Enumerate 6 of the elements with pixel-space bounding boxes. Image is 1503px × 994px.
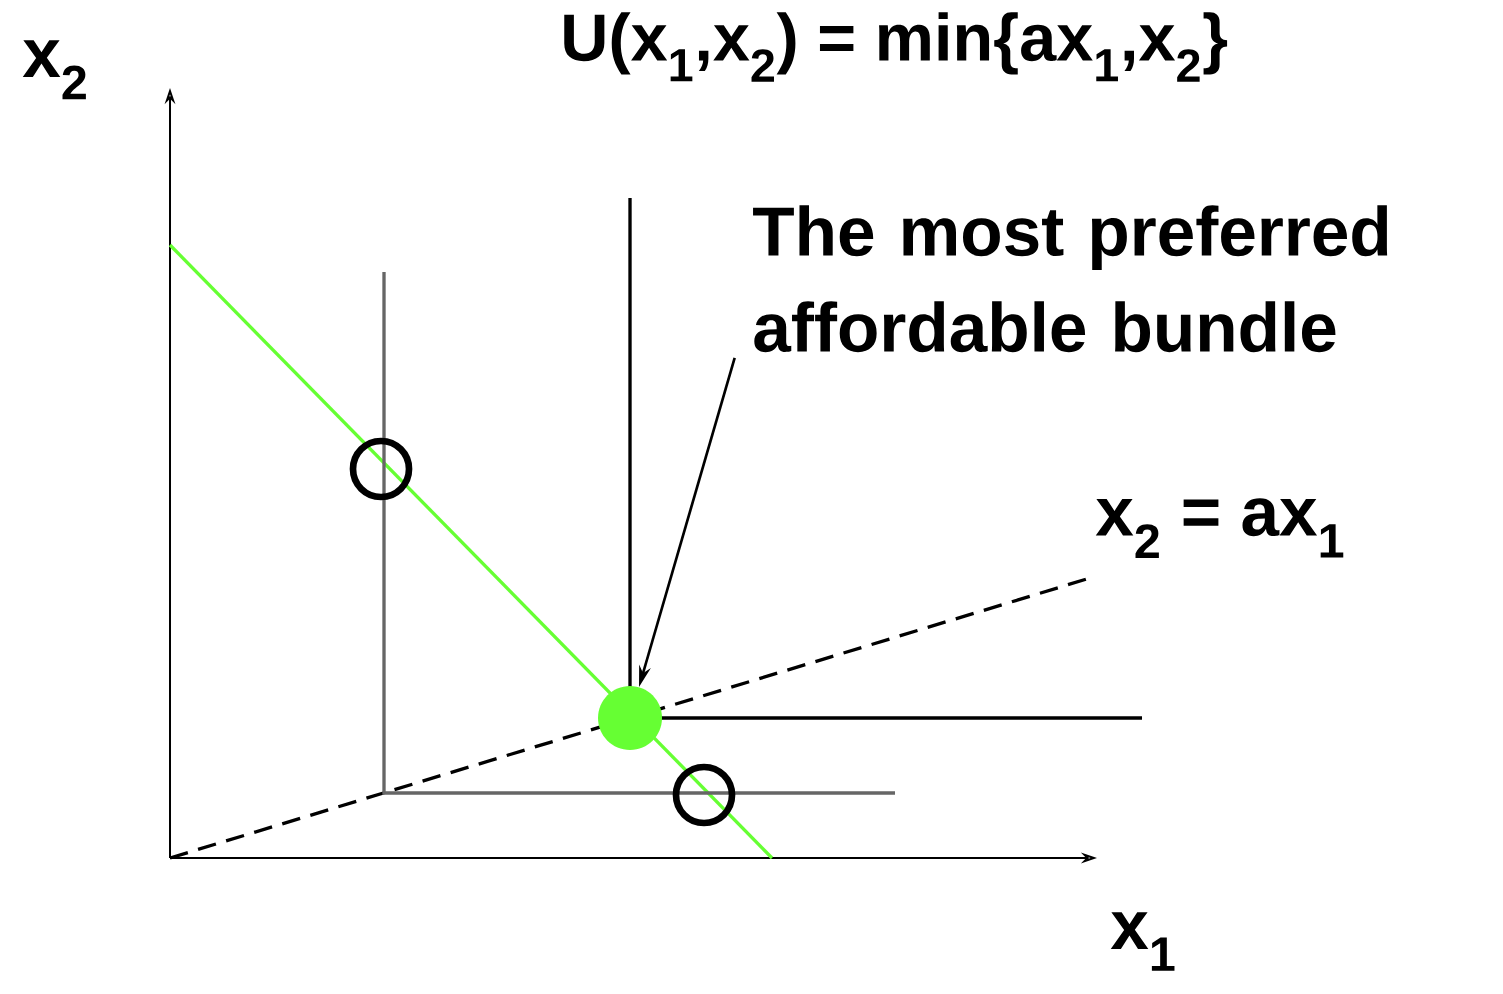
axis-label: x$_{1}$	[1110, 912, 1175, 971]
title: U(x$_{1}$,x$_{2}$) = min{ax$_{1}$,x$_{2}$}	[564, 12, 1228, 82]
axis-label: x$_{2}$	[22, 40, 86, 100]
callout-text: The most preferred affordable bundle	[753, 205, 1388, 353]
optimum-dot	[598, 686, 662, 750]
ray-label: x$_{2}$ = ax$_{1}$	[1095, 498, 1344, 559]
